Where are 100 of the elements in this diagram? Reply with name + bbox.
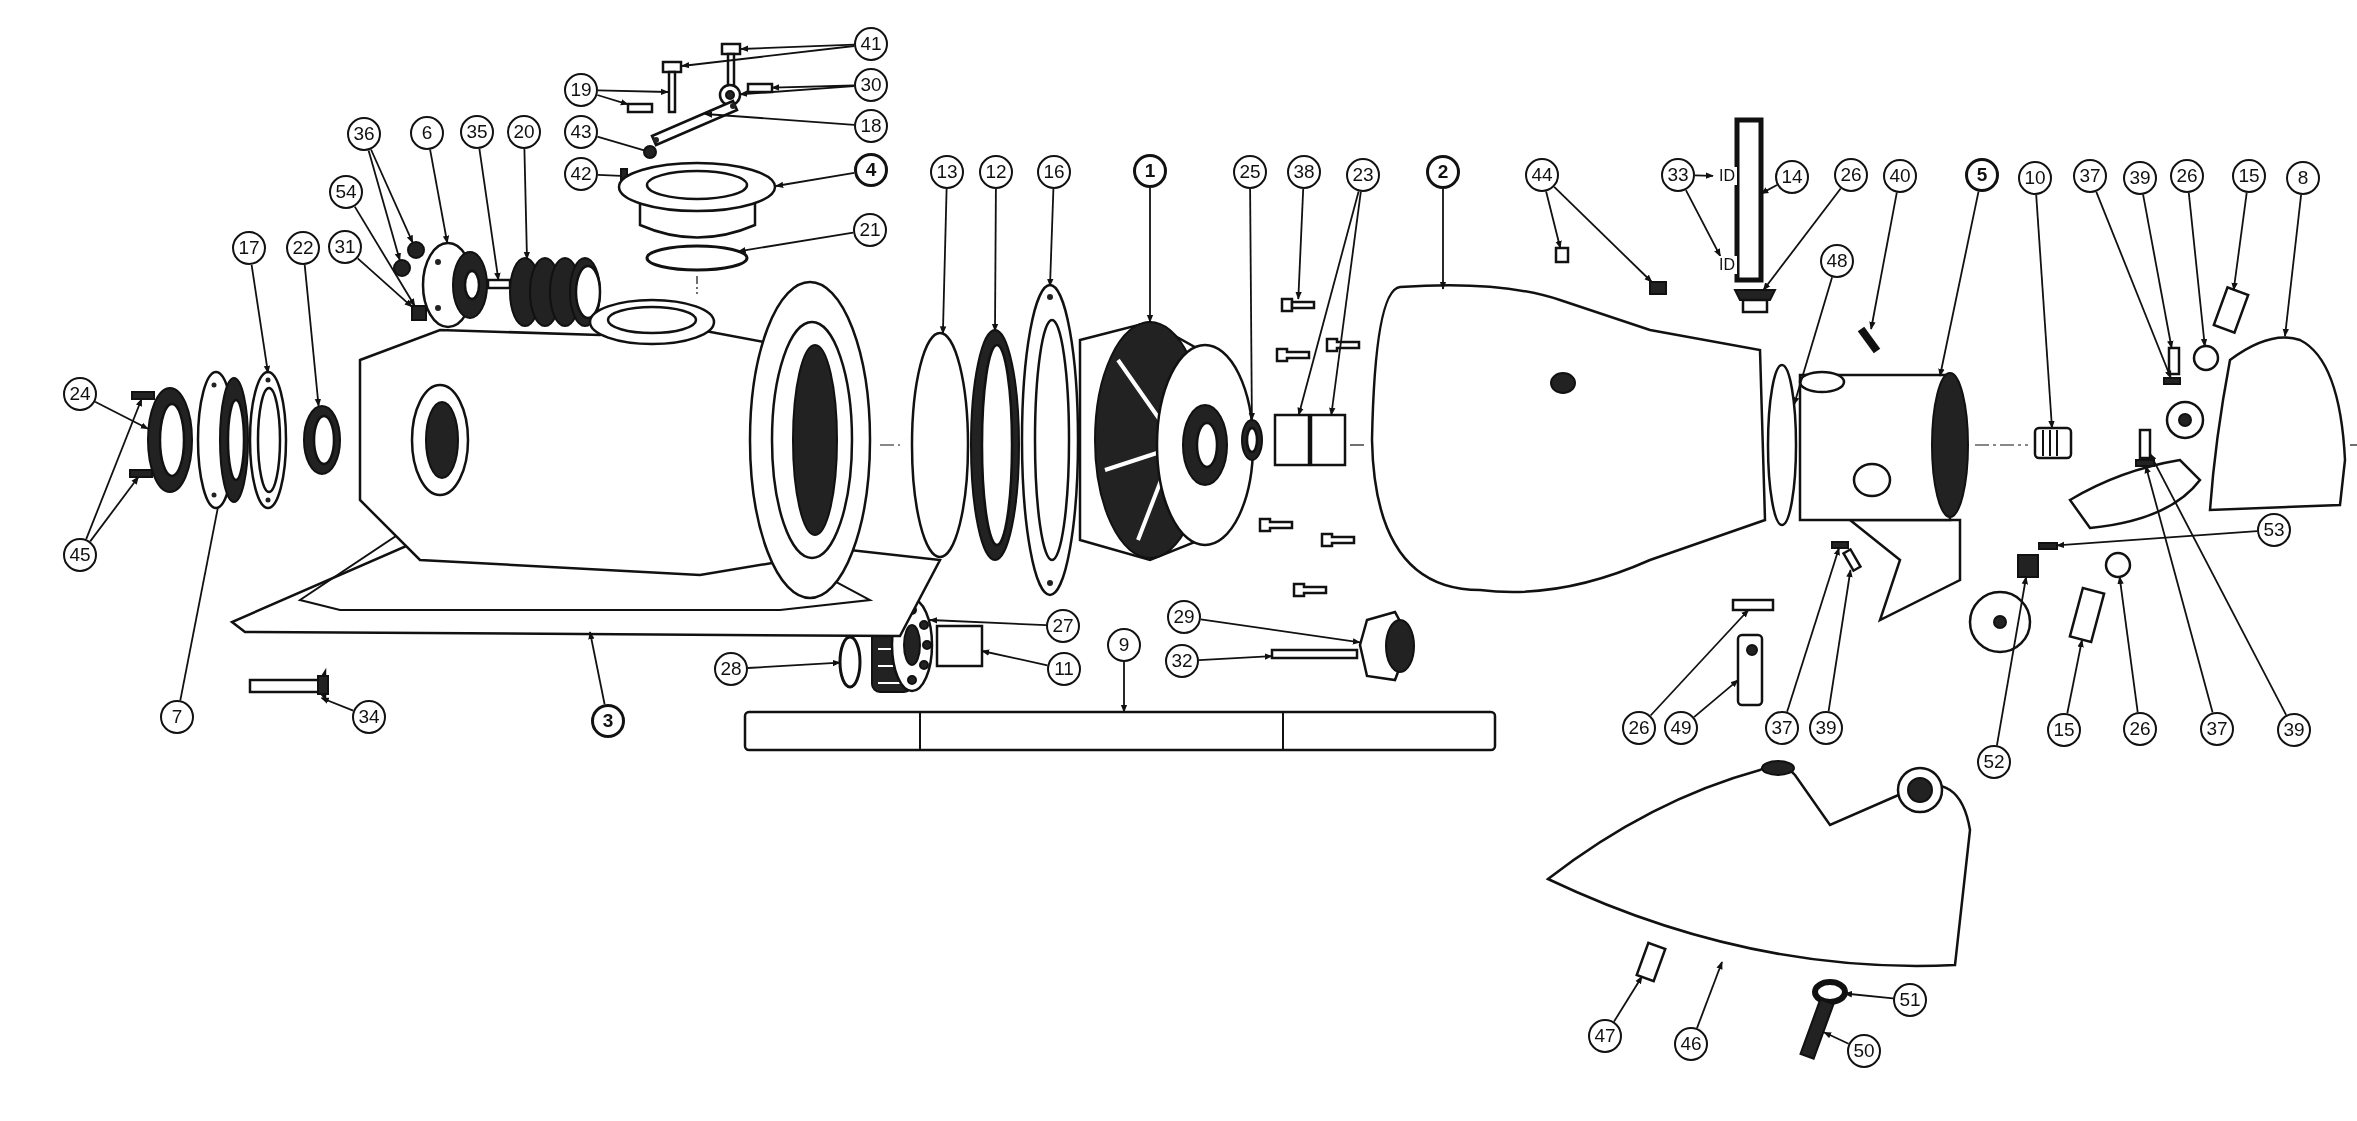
callout-number: 53 xyxy=(2257,513,2291,547)
callout-number: 6 xyxy=(410,116,444,150)
callout-number: 26 xyxy=(2123,712,2157,746)
leader-line xyxy=(1938,190,1980,377)
callout-number: 12 xyxy=(979,155,1013,189)
plug xyxy=(2033,426,2073,460)
callout-number: 51 xyxy=(1893,983,1927,1017)
leader-line xyxy=(2056,530,2258,549)
key xyxy=(1270,648,1359,660)
callout-number: 49 xyxy=(1664,711,1698,745)
clevis-pin xyxy=(626,102,654,114)
sleeve xyxy=(1273,413,1311,467)
callout-number: 5 xyxy=(1965,158,1999,192)
leader-line xyxy=(1760,184,1778,195)
callout-number: 37 xyxy=(2200,712,2234,746)
stud xyxy=(1857,326,1881,354)
callout-number: 50 xyxy=(1847,1034,1881,1068)
leader-line xyxy=(94,400,149,430)
leader-line xyxy=(85,398,143,541)
leader-line xyxy=(1613,975,1643,1023)
seal-housing xyxy=(196,370,249,510)
leader-line xyxy=(1827,569,1853,713)
callout-number: 4 xyxy=(854,153,888,187)
ball xyxy=(643,145,657,159)
part-marking: ID xyxy=(1717,256,1737,274)
link-arm xyxy=(650,99,739,147)
fitting xyxy=(1554,246,1570,264)
pin xyxy=(1734,117,1764,283)
reversing-bucket xyxy=(1546,760,1972,968)
leader-line xyxy=(1786,547,1840,713)
callout-number: 13 xyxy=(930,155,964,189)
leader-line xyxy=(1762,187,1842,291)
callout-number: 1 xyxy=(1133,154,1167,188)
leader-line xyxy=(1199,618,1361,645)
oil-seal xyxy=(147,387,193,493)
o-ring xyxy=(1766,363,1798,527)
callout-number: 26 xyxy=(2170,159,2204,193)
leader-line xyxy=(981,649,1049,667)
callout-number: 40 xyxy=(1883,159,1917,193)
bolt xyxy=(131,391,155,400)
leader-line xyxy=(356,257,413,308)
callout-number: 45 xyxy=(63,538,97,572)
leader-line xyxy=(737,231,855,254)
leader-line xyxy=(1146,187,1154,323)
clevis-pin xyxy=(746,82,774,94)
callout-number: 22 xyxy=(286,231,320,265)
leader-line xyxy=(596,94,629,106)
callout-number: 20 xyxy=(507,115,541,149)
shaft xyxy=(743,710,1497,752)
callout-number: 44 xyxy=(1525,158,1559,192)
cotter-pin xyxy=(2038,542,2058,550)
callout-number: 29 xyxy=(1167,600,1201,634)
callout-number: 37 xyxy=(2073,159,2107,193)
flange xyxy=(617,161,777,239)
leader-line xyxy=(303,264,322,407)
o-ring xyxy=(645,244,749,272)
gasket xyxy=(1020,283,1080,597)
washer xyxy=(1812,979,1848,1005)
screw xyxy=(1280,297,1316,313)
hex-bolt xyxy=(661,60,683,114)
callout-number: 28 xyxy=(714,652,748,686)
leader-line xyxy=(478,147,501,281)
bushing xyxy=(2104,551,2132,579)
callout-number: 23 xyxy=(1346,158,1380,192)
callout-number: 15 xyxy=(2232,159,2266,193)
sleeve xyxy=(1309,413,1347,467)
retaining-ring xyxy=(838,635,862,689)
leader-line xyxy=(1685,189,1722,258)
leader-line xyxy=(1198,653,1273,661)
leader-line xyxy=(1439,188,1447,290)
leader-line xyxy=(2117,576,2139,714)
pump-bowl xyxy=(1370,283,1767,594)
leader-line xyxy=(597,88,669,96)
callout-number: 30 xyxy=(854,68,888,102)
callout-number: 24 xyxy=(63,377,97,411)
leader-line xyxy=(1120,661,1128,713)
leader-line xyxy=(1649,609,1750,717)
callout-number: 35 xyxy=(460,115,494,149)
leader-line xyxy=(1793,276,1833,406)
leader-line xyxy=(2142,193,2174,349)
bushing xyxy=(1731,598,1775,612)
callout-number: 18 xyxy=(854,109,888,143)
callout-number: 31 xyxy=(328,230,362,264)
leader-line xyxy=(596,135,646,152)
seal-ring xyxy=(1241,419,1263,461)
callout-number: 36 xyxy=(347,117,381,151)
leader-line xyxy=(1694,172,1714,179)
fitting xyxy=(1649,281,1667,295)
callout-number: 37 xyxy=(1765,711,1799,745)
leader-line xyxy=(1329,191,1362,416)
leader-line xyxy=(1553,186,1653,283)
leader-line xyxy=(2149,452,2287,716)
leader-line xyxy=(747,659,841,669)
part-marking: ID xyxy=(1717,167,1737,185)
leader-line xyxy=(2231,191,2248,291)
callout-number: 48 xyxy=(1820,244,1854,278)
callout-number: 8 xyxy=(2286,161,2320,195)
leader-line xyxy=(179,506,219,702)
leader-line xyxy=(2066,639,2084,715)
callout-number: 25 xyxy=(1233,155,1267,189)
